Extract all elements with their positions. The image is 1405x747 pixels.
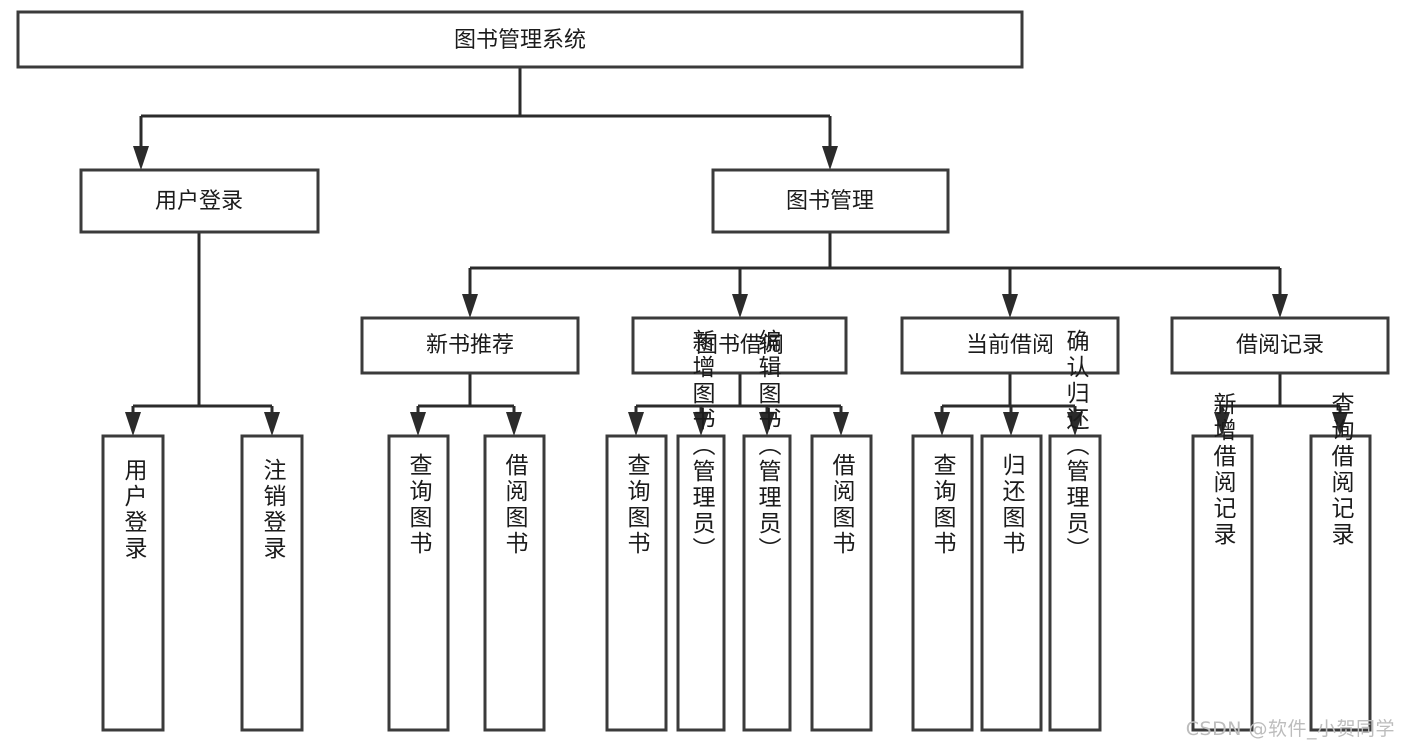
node-new-book-recommend-box[interactable] (360, 316, 580, 375)
arrow-head-icon-user-login (133, 146, 149, 170)
arrow-head-icon-book-borrow (732, 294, 748, 318)
node-current-borrow[interactable]: 当前借阅 (900, 316, 1120, 375)
leaf-edit-book[interactable]: 编辑图书（管理员） (742, 329, 792, 732)
connector-layer (125, 67, 1348, 436)
arrow-head-icon-leaf-query-book-3 (934, 412, 950, 436)
node-book-borrow-box[interactable] (631, 316, 848, 375)
node-new-book-recommend[interactable]: 新书推荐 (360, 316, 580, 375)
leaf-user-login-box[interactable] (101, 434, 165, 732)
leaf-borrow-book-1[interactable]: 借阅图书 (483, 434, 546, 732)
arrow-head-icon-new-book-recommend (462, 294, 478, 318)
node-book-borrow[interactable]: 图书借阅 (631, 316, 848, 375)
leaf-confirm-return[interactable]: 确认归还（管理员） (1048, 329, 1102, 732)
leaf-borrow-book-1-label: 借阅图书 (501, 453, 529, 557)
arrow-head-icon-borrow-record (1272, 294, 1288, 318)
leaf-user-login[interactable]: 用户登录 (101, 434, 165, 732)
node-borrow-record-label: 借阅记录 (1236, 333, 1324, 358)
leaf-query-book-2-label: 查询图书 (623, 453, 651, 557)
arrow-head-icon-leaf-query-book-1 (410, 412, 426, 436)
leaf-add-book-box[interactable] (676, 434, 726, 732)
node-borrow-record-box[interactable] (1170, 316, 1390, 375)
leaf-borrow-book-2-box[interactable] (810, 434, 873, 732)
leaf-borrow-book-2[interactable]: 借阅图书 (810, 434, 873, 732)
arrow-head-icon-current-borrow (1002, 294, 1018, 318)
arrow-head-icon-leaf-confirm-return (1067, 412, 1083, 436)
arrow-head-icon-book-manage (822, 146, 838, 170)
leaf-query-record[interactable]: 查询借阅记录 (1309, 392, 1372, 732)
arrow-head-icon-leaf-user-login (125, 412, 141, 436)
leaf-query-book-1[interactable]: 查询图书 (387, 434, 450, 732)
leaf-confirm-return-box[interactable] (1048, 434, 1102, 732)
leaf-return-book-label: 归还图书 (998, 453, 1026, 557)
node-root[interactable]: 图书管理系统 (16, 10, 1024, 69)
node-user-login-label: 用户登录 (155, 189, 243, 214)
arrow-head-icon-leaf-edit-book (759, 412, 775, 436)
leaf-query-book-3-box[interactable] (911, 434, 974, 732)
leaf-add-book[interactable]: 新增图书（管理员） (676, 329, 726, 732)
node-user-login[interactable]: 用户登录 (79, 168, 320, 234)
node-book-manage-box[interactable] (711, 168, 950, 234)
arrow-head-icon-leaf-borrow-book-2 (833, 412, 849, 436)
leaf-query-book-1-box[interactable] (387, 434, 450, 732)
leaf-borrow-book-2-label: 借阅图书 (828, 453, 856, 557)
leaf-return-book[interactable]: 归还图书 (980, 434, 1043, 732)
leaf-logout-login-label: 注销登录 (259, 458, 287, 562)
node-book-borrow-label: 图书借阅 (696, 333, 784, 358)
node-user-login-box[interactable] (79, 168, 320, 234)
leaf-logout-login[interactable]: 注销登录 (240, 434, 304, 732)
arrow-head-icon-leaf-query-book-2 (628, 412, 644, 436)
node-book-manage[interactable]: 图书管理 (711, 168, 950, 234)
leaf-query-book-2[interactable]: 查询图书 (605, 434, 668, 732)
node-book-manage-label: 图书管理 (786, 189, 874, 214)
leaf-query-book-3-label: 查询图书 (929, 453, 957, 557)
leaf-return-book-box[interactable] (980, 434, 1043, 732)
arrow-head-icon-leaf-logout-login (264, 412, 280, 436)
leaf-add-record-label: 新增借阅记录 (1209, 392, 1237, 548)
node-root-box[interactable] (16, 10, 1024, 69)
leaf-confirm-return-label: 确认归还（管理员） (1062, 329, 1090, 563)
leaf-query-book-3[interactable]: 查询图书 (911, 434, 974, 732)
leaf-query-record-label: 查询借阅记录 (1327, 392, 1355, 548)
node-borrow-record[interactable]: 借阅记录 (1170, 316, 1390, 375)
leaf-query-record-box[interactable] (1309, 434, 1372, 732)
arrow-head-icon-leaf-add-book (693, 412, 709, 436)
leaf-query-book-1-label: 查询图书 (405, 453, 433, 557)
arrow-head-icon-leaf-borrow-book-1 (506, 412, 522, 436)
leaf-user-login-label: 用户登录 (120, 458, 148, 562)
arrow-head-icon-leaf-query-record (1332, 412, 1348, 436)
arrow-head-icon-leaf-return-book (1003, 412, 1019, 436)
leaf-add-book-label: 新增图书（管理员） (688, 329, 716, 563)
leaf-edit-book-label: 编辑图书（管理员） (754, 329, 782, 563)
leaf-logout-login-box[interactable] (240, 434, 304, 732)
leaf-borrow-book-1-box[interactable] (483, 434, 546, 732)
arrow-head-icon-leaf-add-record (1214, 412, 1230, 436)
node-current-borrow-label: 当前借阅 (966, 333, 1054, 358)
leaf-edit-book-box[interactable] (742, 434, 792, 732)
node-current-borrow-box[interactable] (900, 316, 1120, 375)
leaf-query-book-2-box[interactable] (605, 434, 668, 732)
node-new-book-recommend-label: 新书推荐 (426, 333, 514, 358)
leaf-add-record-box[interactable] (1191, 434, 1254, 732)
node-root-label: 图书管理系统 (454, 28, 586, 53)
leaf-add-record[interactable]: 新增借阅记录 (1191, 392, 1254, 732)
